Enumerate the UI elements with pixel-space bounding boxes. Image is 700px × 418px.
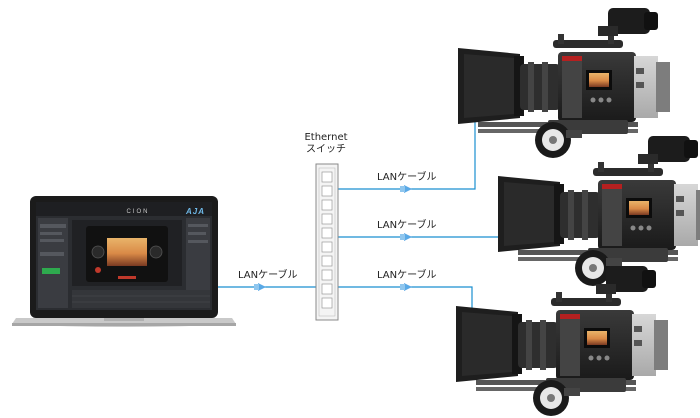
camera-middle — [498, 136, 700, 286]
rj45-connector-icon — [258, 283, 266, 291]
cable-switch-camera-bottom — [338, 283, 473, 340]
aja-logo: AJA — [186, 207, 206, 216]
laptop-app-name: CION — [126, 209, 150, 215]
cable-switch-camera-top — [338, 112, 476, 193]
switch-label-line2: スイッチ — [306, 144, 346, 155]
rj45-connector-icon — [404, 283, 412, 291]
switch-label: Ethernet スイッチ — [296, 132, 356, 156]
switch-ports — [321, 171, 333, 309]
camera-bottom — [456, 266, 668, 416]
switch-label-line1: Ethernet — [304, 132, 348, 143]
cable-label-camera-top: LANケーブル — [377, 172, 437, 183]
rj45-connector-icon — [404, 233, 412, 241]
ethernet-switch — [315, 163, 339, 321]
rj45-connector-icon — [404, 185, 412, 193]
camera-top — [458, 8, 670, 158]
cable-label-camera-middle: LANケーブル — [377, 220, 437, 231]
cable-label-laptop: LANケーブル — [238, 270, 298, 281]
cable-label-camera-bottom: LANケーブル — [377, 270, 437, 281]
cable-laptop-switch — [214, 283, 316, 291]
cable-switch-camera-middle — [338, 233, 498, 241]
laptop — [12, 196, 236, 327]
